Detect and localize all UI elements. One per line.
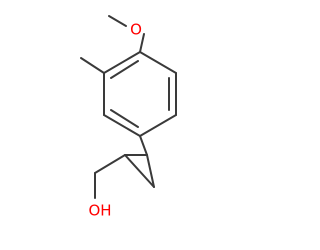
bond-ring-cyclopropane bbox=[139, 135, 148, 156]
ring-bond-1 bbox=[139, 51, 177, 74]
methoxy-oxygen-label: O bbox=[130, 21, 142, 39]
ring-bond-3 bbox=[139, 114, 177, 137]
bond-aryl-methyl bbox=[80, 57, 105, 74]
bond-methoxy-ring bbox=[139, 33, 145, 53]
cyclopropane-bond-2 bbox=[124, 154, 155, 188]
hydroxyl-label: OH bbox=[88, 202, 111, 220]
cyclopropane-bond-3 bbox=[146, 154, 155, 188]
ring-double-bond-3 bbox=[110, 60, 139, 79]
atom-labels: O OH bbox=[88, 21, 141, 220]
molecule-structure: O OH bbox=[80, 15, 177, 220]
bond-cyclopropane-ch2 bbox=[94, 154, 126, 174]
ring-bond-6 bbox=[103, 51, 141, 74]
ring-bond-4 bbox=[103, 114, 141, 137]
bond-methoxy-methyl bbox=[108, 15, 127, 27]
ring-double-bond-2 bbox=[110, 109, 139, 128]
bonds bbox=[80, 15, 177, 199]
